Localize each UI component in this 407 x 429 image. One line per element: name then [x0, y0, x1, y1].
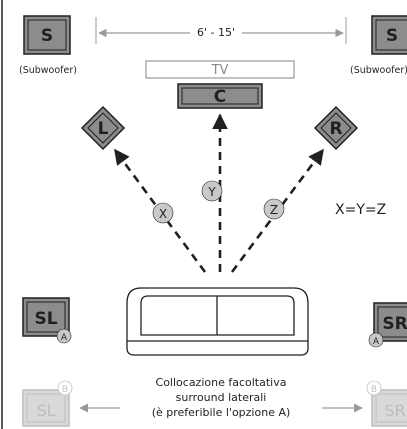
surround-left-option-a-badge: A: [56, 328, 72, 344]
optional-surround-left-speaker: SL: [22, 389, 70, 427]
badge-z: Z: [263, 198, 285, 220]
center-speaker: C: [177, 83, 263, 109]
right-speaker-letter: R: [329, 119, 342, 139]
svg-text:B: B: [62, 385, 68, 395]
badge-y-label: Y: [207, 185, 216, 199]
optional-surround-left-letter: SL: [36, 401, 55, 420]
surround-right-letter: SR: [382, 314, 407, 334]
subwoofer-left-caption: (Subwoofer): [19, 65, 77, 76]
distance-label: 6' - 15': [197, 26, 235, 39]
svg-text:A: A: [61, 333, 68, 343]
surround-right-option-a-badge: A: [368, 332, 384, 348]
badge-y: Y: [201, 180, 223, 202]
svg-text:A: A: [373, 337, 380, 347]
left-speaker-letter: L: [98, 119, 109, 139]
sofa: [126, 287, 309, 356]
subwoofer-right-letter: S: [386, 26, 398, 46]
optional-placement-note: Collocazione facoltativa surround latera…: [152, 376, 291, 419]
optional-surround-right-option-b-badge: B: [366, 380, 382, 396]
optional-note-line-1: Collocazione facoltativa: [156, 376, 287, 389]
subwoofer-left-letter: S: [41, 26, 53, 46]
tv-label: TV: [211, 63, 229, 78]
subwoofer-left: S: [23, 15, 71, 55]
optional-note-line-3: (è preferibile l'opzione A): [152, 406, 291, 419]
equal-distance-equation: X=Y=Z: [335, 202, 386, 218]
right-speaker: R: [313, 105, 359, 151]
surround-left-letter: SL: [34, 309, 57, 329]
badge-x: X: [152, 202, 174, 224]
optional-note-line-2: surround laterali: [176, 391, 267, 404]
badge-x-label: X: [159, 207, 167, 221]
optional-surround-right-letter: SR: [384, 401, 405, 420]
optional-surround-left-option-b-badge: B: [57, 380, 73, 396]
left-speaker: L: [80, 105, 126, 151]
optional-surround-right-speaker: SR: [371, 389, 407, 427]
subwoofer-right-caption: (Subwoofer): [350, 65, 407, 76]
tv-screen: [145, 60, 295, 79]
subwoofer-right: S: [371, 15, 407, 55]
center-speaker-letter: C: [214, 87, 226, 107]
distance-dimension: 6' - 15': [95, 17, 347, 44]
svg-text:B: B: [371, 385, 377, 395]
badge-z-label: Z: [270, 203, 278, 217]
